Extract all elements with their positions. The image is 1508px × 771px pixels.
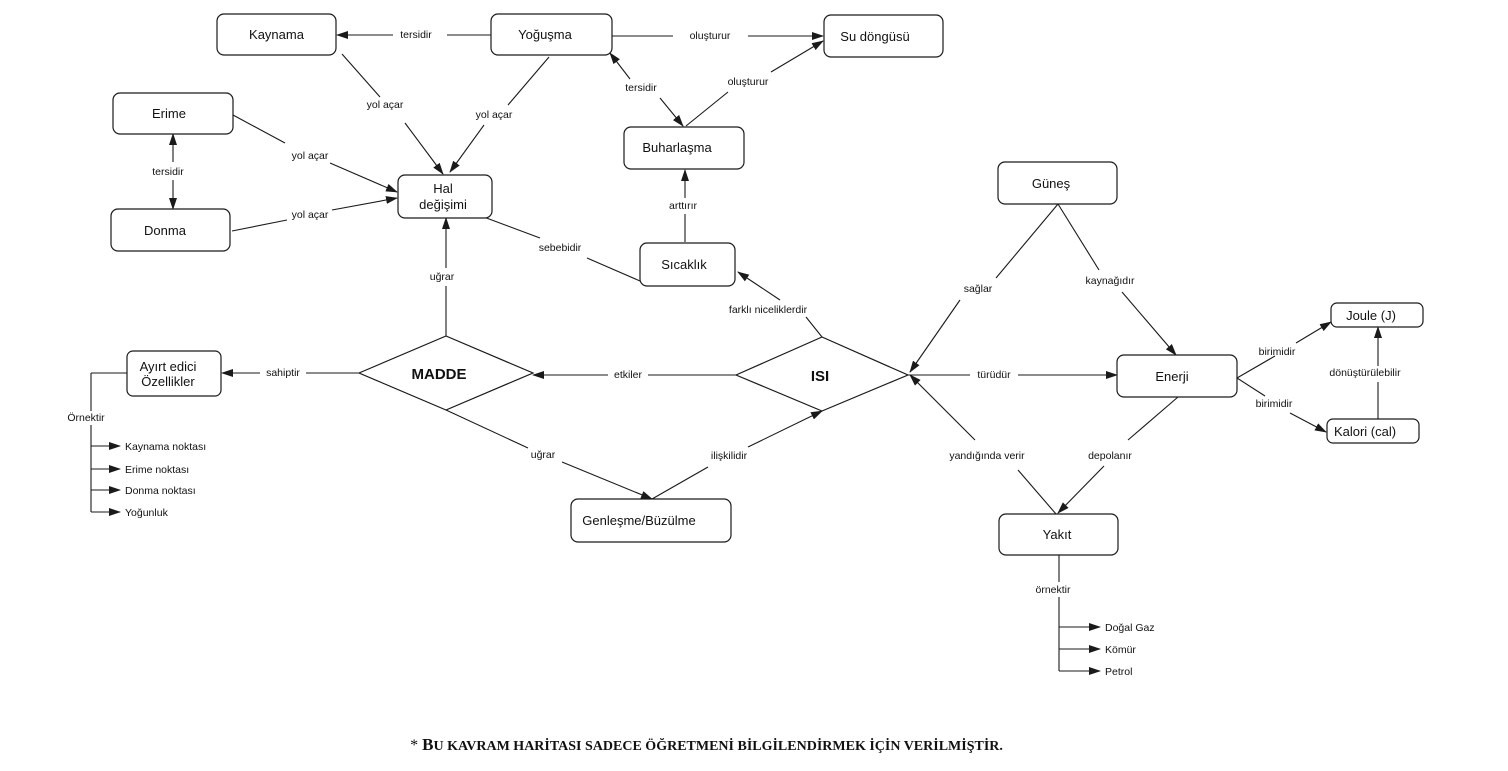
node-kaynama: Kaynama — [216, 13, 337, 56]
edge-label-yakit-list: örnektir — [1035, 584, 1071, 596]
svg-text:Erime: Erime — [152, 106, 186, 121]
svg-text:Hal: Hal — [433, 181, 453, 196]
svg-text:Kaynama: Kaynama — [249, 27, 305, 42]
edge-label-madde-ayirt: sahiptir — [266, 367, 300, 379]
edge-label-genlesme-isi: ilişkilidir — [711, 450, 748, 462]
svg-text:Yoğuşma: Yoğuşma — [518, 27, 572, 42]
footer-star: * — [410, 737, 423, 754]
edge-label-madde-hal: uğrar — [430, 271, 455, 283]
edge-label-buhar-sudongusu: oluşturur — [728, 76, 769, 88]
list-item: Petrol — [1105, 666, 1132, 678]
edge-enerji-joule — [1236, 355, 1276, 379]
list-item: Kaynama noktası — [125, 441, 206, 453]
edge-erime-hal — [232, 114, 286, 144]
edge-sicaklik-hal — [586, 257, 641, 282]
edge-isi-sicaklik — [805, 316, 823, 338]
ayirt-examples-list: Kaynama noktası Erime noktası Donma nokt… — [125, 441, 206, 519]
node-hal-degisimi: Hal değişimi — [397, 174, 493, 219]
svg-text:Kalori (cal): Kalori (cal) — [1334, 424, 1396, 439]
node-genlesme-buzulme: Genleşme/Büzülme — [570, 498, 732, 543]
edge-label-kaynama-hal: yol açar — [367, 99, 404, 111]
edge-madde-genlesme — [445, 409, 529, 449]
edge-buhar-sudongusu — [685, 91, 729, 127]
svg-text:değişimi: değişimi — [419, 197, 467, 212]
edge-genlesme-isi — [651, 466, 709, 500]
edge-label-yogusma-hal: yol açar — [476, 109, 513, 121]
svg-text:Genleşme/Büzülme: Genleşme/Büzülme — [582, 513, 695, 528]
footer-text: U KAVRAM HARİTASI SADECE ÖĞRETMENİ BİLGİ… — [433, 739, 1003, 754]
edge-label-erime-donma: tersidir — [152, 166, 184, 178]
edge-enerji-kalori — [1236, 377, 1266, 397]
edge-label-sicaklik-buhar: arttırır — [669, 200, 698, 212]
footer-first-letter: B — [422, 735, 434, 754]
svg-text:Yakıt: Yakıt — [1043, 527, 1072, 542]
edge-label-erime-hal: yol açar — [292, 150, 329, 162]
edge-label-sicaklik-hal: sebebidir — [539, 242, 582, 254]
edge-label-enerji-yakit: depolanır — [1088, 450, 1132, 462]
edges: tersidir oluşturur yol açar yol açar ter… — [67, 29, 1401, 675]
svg-text:Sıcaklık: Sıcaklık — [661, 257, 707, 272]
node-enerji: Enerji — [1116, 354, 1238, 398]
svg-text:Özellikler: Özellikler — [141, 374, 195, 389]
node-gunes: Güneş — [997, 161, 1118, 205]
edge-kaynama-hal — [341, 53, 381, 98]
edge-yakit-isi — [1017, 469, 1057, 515]
svg-text:Su döngüsü: Su döngüsü — [840, 29, 909, 44]
edge-label-isi-sicaklik: farklı niceliklerdir — [729, 304, 808, 316]
node-yogusma: Yoğuşma — [490, 13, 613, 56]
edge-yogusma-buhar — [609, 52, 631, 80]
list-item: Donma noktası — [125, 485, 196, 497]
svg-text:Joule (J): Joule (J) — [1346, 308, 1396, 323]
edge-label-yogusma-sudongusu: oluşturur — [690, 30, 731, 42]
node-yakit: Yakıt — [998, 513, 1119, 556]
footer-note: * BU KAVRAM HARİTASI SADECE ÖĞRETMENİ Bİ… — [0, 735, 1413, 755]
edge-label-isi-madde: etkiler — [614, 369, 643, 381]
svg-text:Buharlaşma: Buharlaşma — [642, 140, 712, 155]
nodes: Kaynama Yoğuşma Su döngüsü Erime Donma H… — [110, 13, 1424, 556]
edge-yogusma-hal — [507, 56, 550, 106]
node-donma: Donma — [110, 208, 231, 252]
node-sicaklik: Sıcaklık — [639, 242, 736, 287]
svg-text:Donma: Donma — [144, 223, 187, 238]
node-madde: MADDE — [357, 335, 535, 411]
edge-label-donma-hal: yol açar — [292, 209, 329, 221]
node-su-dongusu: Su döngüsü — [823, 14, 944, 58]
edge-label-yakit-isi: yandığında verir — [949, 450, 1025, 462]
node-joule: Joule (J) — [1330, 302, 1424, 328]
edge-label-ayirt-list: Örnektir — [67, 412, 105, 424]
list-item: Kömür — [1105, 644, 1136, 656]
node-buharlasma: Buharlaşma — [623, 126, 745, 170]
edge-label-gunes-enerji: kaynağıdır — [1085, 275, 1135, 287]
svg-text:Ayırt edici: Ayırt edici — [140, 359, 197, 374]
edge-gunes-isi — [995, 203, 1059, 279]
edge-gunes-enerji — [1057, 203, 1100, 271]
edge-label-madde-genlesme: uğrar — [531, 449, 556, 461]
edge-label-yogusma-buhar: tersidir — [625, 82, 657, 94]
edge-label-kalori-joule: dönüştürülebilir — [1329, 367, 1401, 379]
node-isi: ISI — [734, 336, 910, 412]
edge-label-gunes-isi: sağlar — [964, 283, 993, 295]
node-kalori: Kalori (cal) — [1326, 418, 1420, 444]
edge-label-yogusma-kaynama: tersidir — [400, 29, 432, 41]
edge-enerji-yakit — [1127, 396, 1179, 441]
edge-label-isi-enerji: türüdür — [977, 369, 1011, 381]
svg-text:ISI: ISI — [811, 368, 829, 385]
list-item: Yoğunluk — [125, 507, 169, 519]
edge-label-enerji-joule: birimidir — [1259, 346, 1296, 358]
list-item: Doğal Gaz — [1105, 622, 1155, 634]
node-ayirt-edici-ozellikler: Ayırt edici Özellikler — [126, 350, 222, 397]
list-item: Erime noktası — [125, 464, 189, 476]
node-erime: Erime — [112, 92, 234, 135]
yakit-examples-list: Doğal Gaz Kömür Petrol — [1105, 622, 1155, 678]
svg-text:Güneş: Güneş — [1032, 176, 1071, 191]
edge-donma-hal — [231, 219, 288, 232]
edge-label-enerji-kalori: birimidir — [1256, 398, 1293, 410]
svg-text:Enerji: Enerji — [1155, 369, 1188, 384]
svg-text:MADDE: MADDE — [412, 366, 467, 383]
